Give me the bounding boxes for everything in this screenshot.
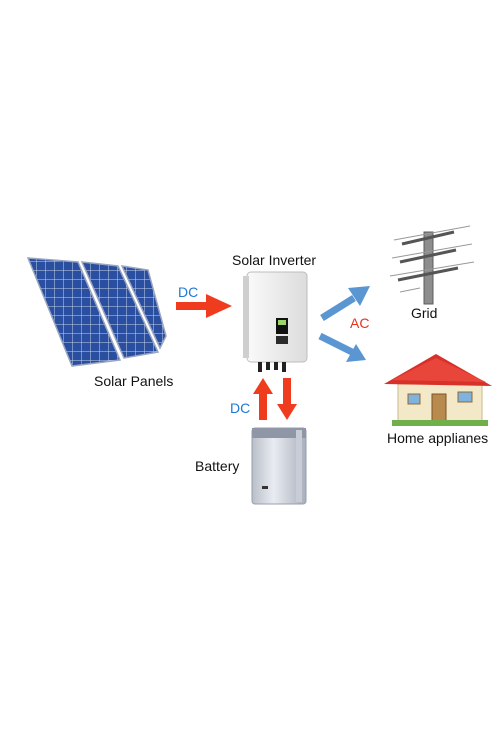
inverter-label: Solar Inverter (232, 252, 317, 268)
dc-label-panels: DC (178, 284, 199, 300)
ac-arrow-to-home (318, 332, 366, 362)
power-pylon-icon (389, 225, 475, 305)
dc-label-battery: DC (230, 400, 251, 416)
inverter-icon (243, 271, 308, 372)
house-icon (384, 354, 492, 426)
solar-panels-label: Solar Panels (94, 373, 174, 389)
grid-label: Grid (411, 305, 438, 321)
battery-up-arrow (253, 378, 273, 420)
ac-arrow-to-grid (320, 286, 370, 321)
home-label: Home applianes (387, 430, 489, 446)
dc-arrow-panels-to-inverter (176, 294, 232, 318)
solar-panel-icon (26, 257, 167, 367)
battery-down-arrow (277, 378, 297, 420)
battery-label: Battery (195, 458, 240, 474)
battery-icon (251, 427, 307, 505)
ac-label: AC (350, 315, 370, 331)
